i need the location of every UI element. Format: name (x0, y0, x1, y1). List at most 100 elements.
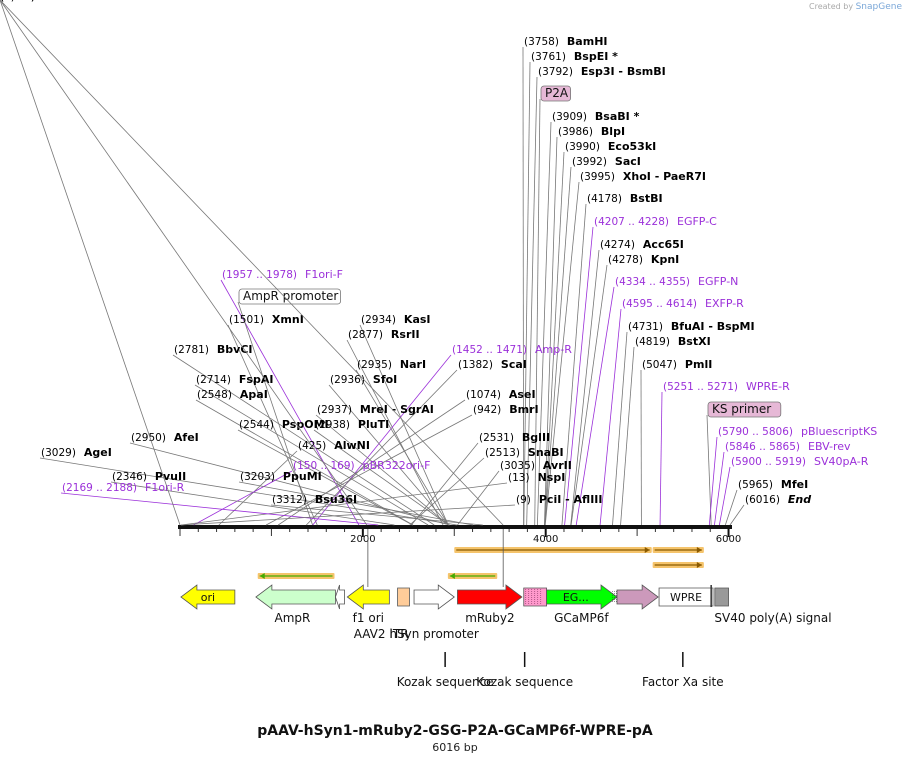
feature-caption-f1-ori: f1 ori (353, 611, 384, 625)
site-name: DraIII (43, 0, 77, 3)
orf-arrowhead (644, 547, 650, 553)
site-name: BbvCI (217, 343, 253, 356)
leader-bbvci (172, 354, 435, 526)
site-label-pmli: (5047)PmlI (642, 358, 712, 371)
site-position: (3995) (580, 171, 615, 183)
leader-pbr322ori-f (193, 470, 293, 526)
site-label-pbr322ori-f: (150 .. 169)pBR322ori-F (293, 459, 430, 472)
orf-arrowhead (696, 562, 702, 568)
site-label-nspi: (13)NspI (508, 471, 565, 484)
feature-shape (334, 584, 345, 610)
site-label-alwni: (425)AlwNI (298, 439, 370, 452)
site-name: End (788, 493, 811, 506)
site-name: SV40pA-R (814, 455, 869, 468)
site-label-draiii: (2044)DraIII (0, 0, 77, 3)
site-position: (6016) (745, 494, 780, 506)
site-position: (2950) (131, 432, 166, 444)
leader-alwni (218, 450, 298, 526)
site-label-bfuai-bspmi: (4731)BfuAI - BspMI (628, 320, 755, 333)
site-position: (4819) (635, 336, 670, 348)
site-name: BstBI (630, 192, 663, 205)
site-name: MfeI (781, 478, 808, 491)
site-position: (1074) (466, 389, 501, 401)
site-position: (3203) (240, 471, 275, 483)
site-name: EGFP-C (677, 215, 717, 228)
site-position: (3909) (552, 111, 587, 123)
leader-bstbi (561, 203, 587, 526)
site-label-bstxi: (4819)BstXI (635, 335, 711, 348)
site-name: ScaI (501, 358, 527, 371)
feature-aav2-itr (397, 587, 410, 607)
leader-eco53ki (544, 151, 565, 526)
site-position: (2531) (479, 432, 514, 444)
feature-shape (714, 587, 729, 607)
leader-bglii (411, 442, 479, 526)
feature-ori: ori (180, 584, 236, 610)
site-position: (5900 .. 5919) (731, 456, 806, 468)
site-position: (1452 .. 1471) (452, 344, 527, 356)
small-feature-label-factor-xa-site: Factor Xa site (642, 675, 724, 689)
plasmid-length: 6016 bp (432, 741, 478, 754)
site-label-exfp-r: (4595 .. 4614)EXFP-R (622, 297, 744, 310)
site-label-ppumi: (3203) PpuMI (240, 470, 322, 483)
leader-fspai (194, 384, 429, 526)
leader-mfei (724, 489, 738, 526)
feature-caption-mruby2: mRuby2 (465, 611, 514, 625)
leader-exfp-r (599, 308, 622, 526)
site-name: PvuII (155, 470, 186, 483)
site-label-bspei: (3761)BspEI * (531, 50, 618, 63)
site-name: Eco53kI (608, 140, 656, 153)
site-position: (3986) (558, 126, 593, 138)
site-name: BspEI * (574, 50, 618, 63)
site-name: BamHI (567, 35, 608, 48)
site-name: Amp-R (535, 343, 572, 356)
site-position: (5047) (642, 359, 677, 371)
leader-bsabi (536, 121, 552, 526)
leader-bfuai-bspmi (612, 331, 628, 526)
leader-ks-primer (706, 414, 712, 526)
site-position: (4731) (628, 321, 663, 333)
site-position: (2544) (239, 419, 274, 431)
site-label-amp-r: (1452 .. 1471) Amp-R (452, 343, 572, 356)
site-label-kpni: (4278)KpnI (608, 253, 679, 266)
site-position: (4207 .. 4228) (594, 216, 669, 228)
feature-mruby2 (457, 584, 523, 610)
site-label-scai: (1382)ScaI (458, 358, 527, 371)
leader-amp-r (312, 354, 452, 526)
site-label-blpi: (3986)BlpI (558, 125, 625, 138)
site-position: (4595 .. 4614) (622, 298, 697, 310)
site-name: NarI (400, 358, 426, 371)
leader-end (729, 504, 745, 526)
feature-callout-p2a: P2A (545, 86, 569, 100)
site-position: (3534) (0, 0, 35, 3)
feature-callout-ks-primer: KS primer (712, 402, 771, 416)
site-label-xmni: (1501)XmnI (229, 313, 304, 326)
site-name: pBR322ori-F (363, 459, 431, 472)
leader-bsu36i (270, 504, 483, 526)
site-label-sfoi: (2936)SfoI (330, 373, 397, 386)
site-label-bsu36i: (3312) Bsu36I (272, 493, 357, 506)
leader-xhoi-paer7i (544, 181, 580, 526)
site-position: (2937) (317, 404, 352, 416)
site-position: (3312) (272, 494, 307, 506)
leader-apai (195, 399, 414, 526)
feature-shape (523, 587, 548, 607)
feature-caption-aav2-itr: AAV2 ITR (354, 627, 409, 641)
site-name: FspAI (239, 373, 274, 386)
site-name: PciI - AflIII (539, 493, 603, 506)
orf-arrowhead (449, 573, 455, 579)
leader-kpni (570, 264, 608, 526)
feature-f1-ori (346, 584, 390, 610)
leader-ampr-promoter (237, 301, 313, 526)
leader-pvuii (110, 481, 395, 526)
site-position: (1501) (229, 314, 264, 326)
site-name: AgeI (84, 446, 112, 459)
site-name: SnaBI (528, 446, 564, 459)
site-name: PpuMI (283, 470, 322, 483)
leader-bamhi (522, 46, 524, 526)
site-label-pbluescriptks: (5790 .. 5806)pBluescriptKS (718, 425, 877, 438)
orf-arrow (257, 573, 335, 579)
site-name: Bsu36I (315, 493, 357, 506)
leader-blpi (544, 136, 558, 526)
feature-gcamp6f: EG... (546, 584, 618, 610)
